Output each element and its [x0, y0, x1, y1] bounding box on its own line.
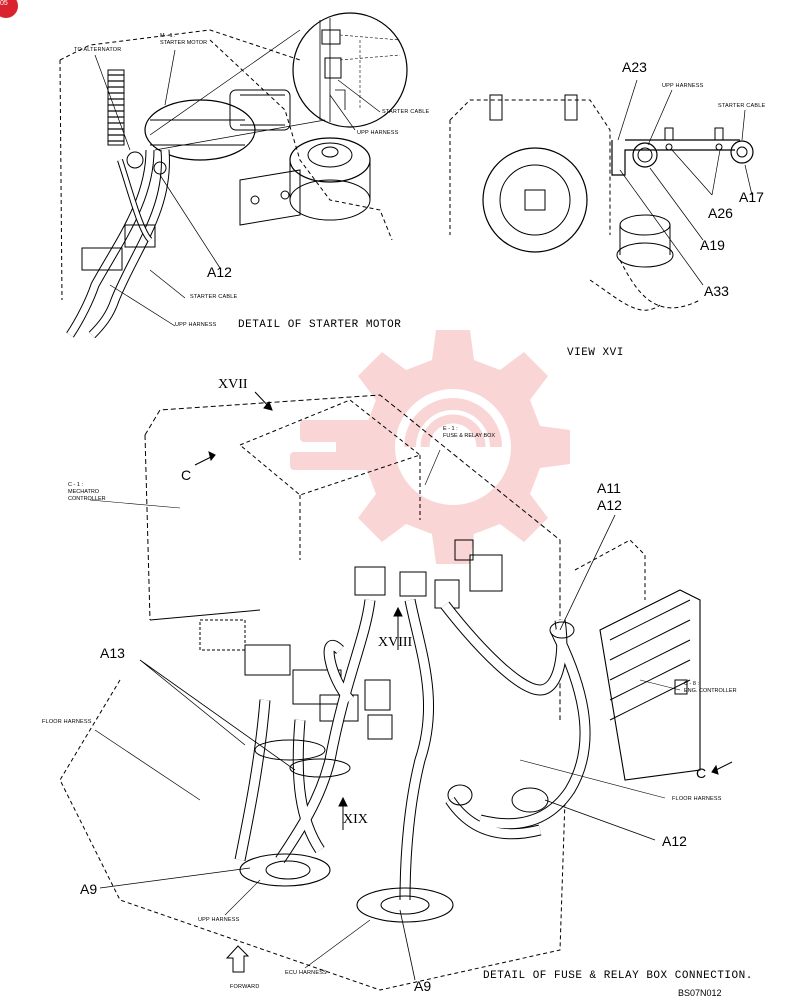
starter-motor-name: STARTER MOTOR	[160, 40, 208, 46]
starter-motor-illustration	[59, 29, 393, 339]
title-view-xvi: VIEW XVI	[567, 347, 624, 359]
mechatro-code: C - 1 :	[68, 482, 83, 488]
label-starter-cable: STARTER CABLE	[190, 294, 238, 300]
fuse-box-name: FUSE & RELAY BOX	[443, 433, 496, 439]
label-to-alternator: TO ALTERNATOR	[74, 47, 122, 53]
title-detail-starter-motor: DETAIL OF STARTER MOTOR	[238, 319, 402, 331]
callout-a9-bottom: A9	[414, 978, 432, 994]
fuse-box-code: E - 1 :	[443, 426, 458, 432]
xvi-label-starter-cable: STARTER CABLE	[718, 103, 766, 109]
starter-motor-code: M - 1 :	[160, 33, 176, 39]
callout-a12-fuse-top: A12	[597, 497, 622, 513]
callout-a12-starter: A12	[207, 264, 232, 280]
label-upp-harness-fuse: UPP HARNESS	[198, 917, 240, 923]
callout-a23: A23	[622, 59, 647, 75]
label-fuse-relay-box: E - 1 : FUSE & RELAY BOX	[443, 426, 495, 440]
fuse-relay-box-illustration	[59, 391, 733, 991]
drawing-code: BS07N012	[678, 988, 722, 998]
title-detail-fuse-relay: DETAIL OF FUSE & RELAY BOX CONNECTION.	[483, 970, 753, 982]
callout-a17: A17	[739, 189, 764, 205]
view-marker-xvii: XVII	[218, 377, 248, 392]
label-upp-harness-starter: UPP HARNESS	[175, 322, 217, 328]
mechatro-line2: CONTROLLER	[68, 496, 106, 502]
callout-a12-fuse: A12	[662, 833, 687, 849]
section-marker-c-left: C	[181, 467, 192, 483]
page-badge	[0, 0, 18, 18]
inset-label-starter-cable: STARTER CABLE	[382, 109, 430, 115]
label-floor-harness-right: FLOOR HARNESS	[672, 796, 722, 802]
watermark-gear-icon	[290, 330, 570, 564]
eng-controller-name: ENG. CONTROLLER	[684, 688, 737, 694]
callout-a33: A33	[704, 283, 729, 299]
view-marker-xix: XIX	[343, 812, 368, 827]
callout-a11: A11	[597, 480, 621, 496]
callout-a19: A19	[700, 237, 725, 253]
label-forward: FORWARD	[230, 984, 260, 990]
callout-a13: A13	[100, 645, 125, 661]
view-xvi-illustration	[449, 79, 754, 311]
section-marker-c-right: C	[696, 765, 707, 781]
page-badge-number: 05	[0, 0, 8, 7]
label-mechatro-controller: C - 1 : MECHATRO CONTROLLER	[68, 482, 106, 503]
callout-a9-left: A9	[80, 881, 98, 897]
callout-a26: A26	[708, 205, 733, 221]
label-starter-motor: M - 1 : STARTER MOTOR	[160, 33, 207, 47]
label-floor-harness-left: FLOOR HARNESS	[42, 719, 92, 725]
mechatro-line1: MECHATRO	[68, 489, 100, 495]
label-eng-controller: C - 8 : ENG. CONTROLLER	[684, 681, 737, 695]
inset-label-upp-harness: UPP HARNESS	[357, 130, 399, 136]
eng-controller-code: C - 8 :	[684, 681, 699, 687]
starter-inset-illustration	[292, 12, 408, 131]
xvi-label-upp-harness: UPP HARNESS	[662, 83, 704, 89]
view-marker-xviii: XVIII	[378, 635, 413, 650]
label-ecu-harness: ECU HARNESS	[285, 970, 327, 976]
